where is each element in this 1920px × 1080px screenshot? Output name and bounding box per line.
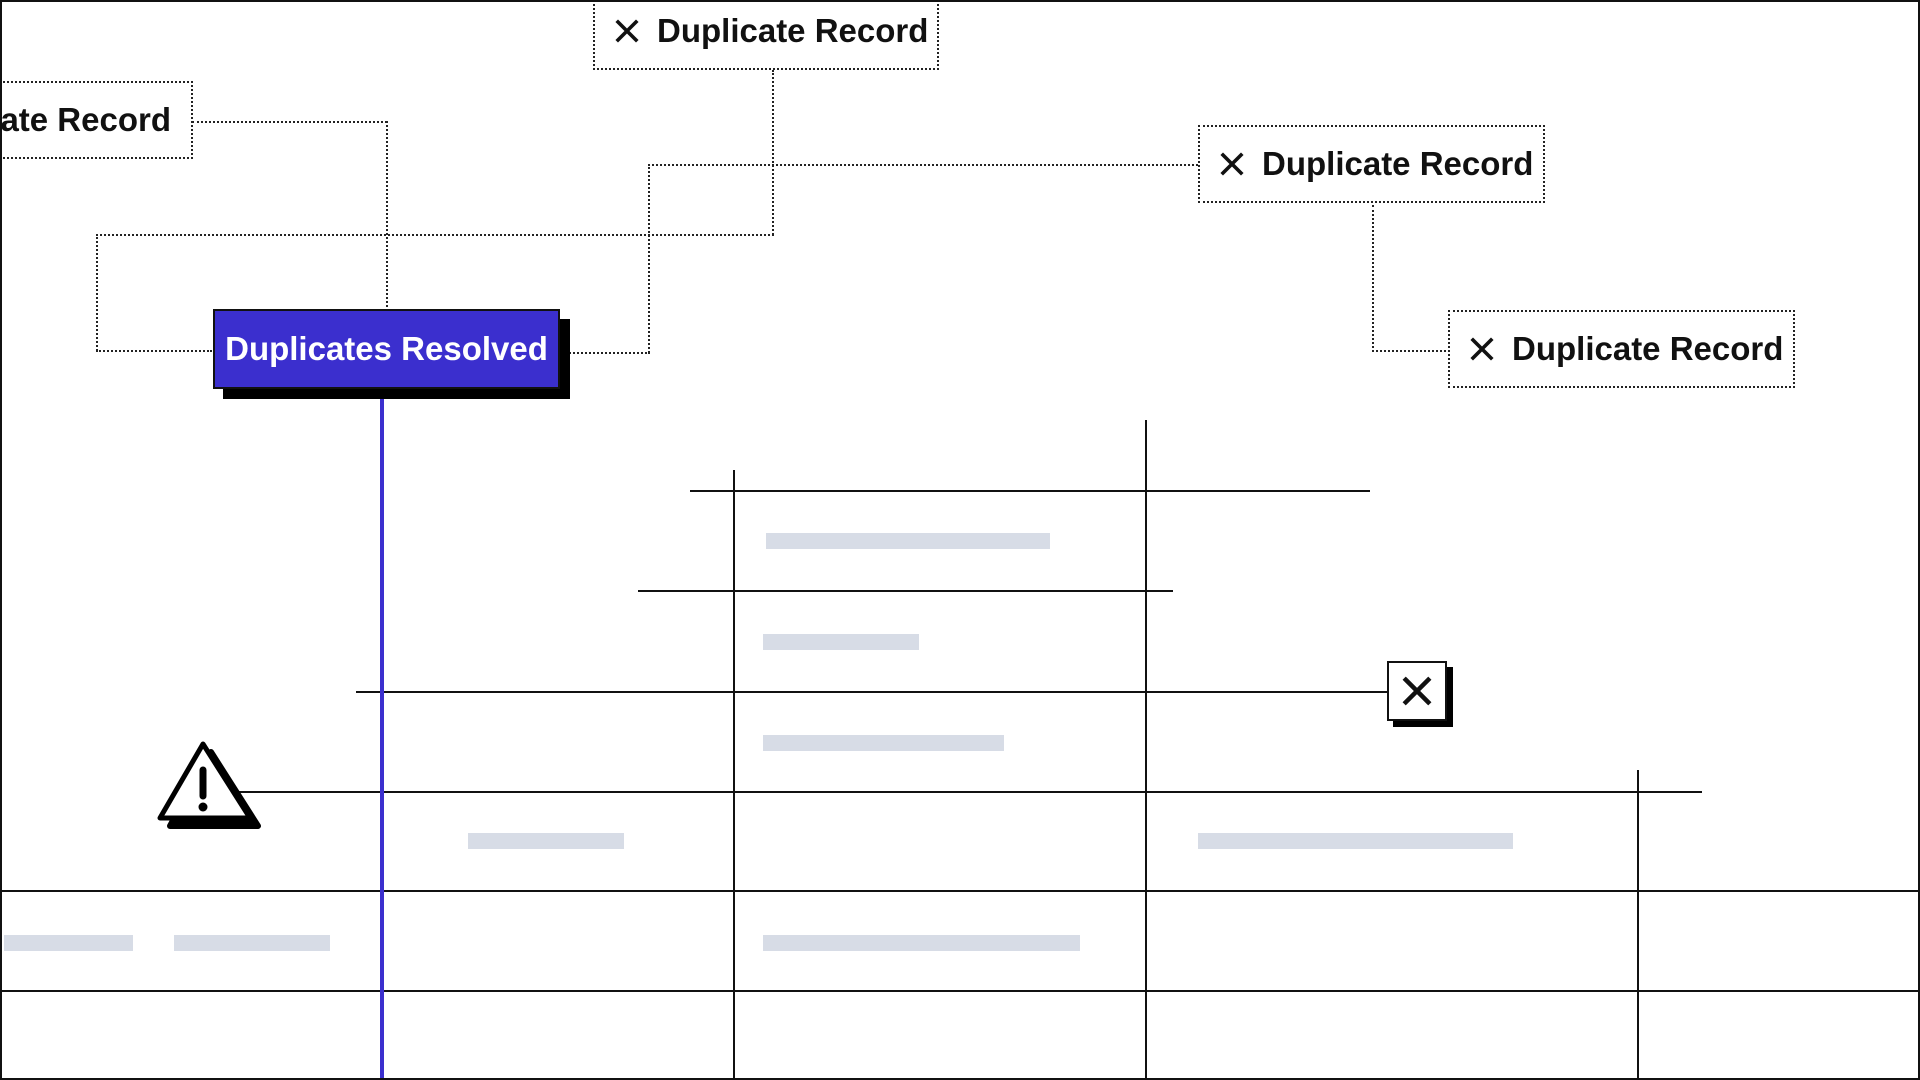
close-icon[interactable] — [1220, 152, 1244, 176]
connector — [96, 234, 98, 351]
grid-line — [356, 691, 1390, 693]
placeholder-bar — [4, 935, 133, 951]
connector — [96, 234, 774, 236]
grid-line — [232, 791, 1702, 793]
close-icon[interactable] — [615, 19, 639, 43]
warning-icon — [154, 738, 264, 834]
close-icon[interactable] — [1470, 337, 1494, 361]
close-button[interactable] — [1387, 661, 1447, 721]
grid-line — [2, 990, 1918, 992]
grid-line — [690, 490, 1370, 492]
close-icon — [1402, 676, 1432, 706]
connector — [562, 352, 650, 354]
duplicate-record-card[interactable]: Duplicate Record — [1198, 125, 1545, 203]
connector — [386, 121, 388, 311]
grid-line — [1637, 770, 1639, 1078]
duplicate-record-card[interactable]: Duplicate Record — [1448, 310, 1795, 388]
connector — [1372, 205, 1374, 352]
placeholder-bar — [763, 935, 1080, 951]
duplicate-record-label: Duplicate Record — [657, 12, 929, 49]
duplicate-record-card[interactable]: Duplicate Record — [593, 2, 939, 70]
placeholder-bar — [468, 833, 624, 849]
connector — [648, 164, 1198, 166]
placeholder-bar — [174, 935, 330, 951]
placeholder-bar — [766, 533, 1050, 549]
grid-line — [733, 470, 735, 1078]
connector — [1372, 350, 1450, 352]
duplicate-record-label: Duplicate Record — [1262, 145, 1534, 182]
duplicates-resolved-badge[interactable]: Duplicates Resolved — [213, 309, 560, 389]
connector — [648, 164, 650, 353]
grid-line — [1145, 420, 1147, 1078]
connector — [772, 70, 774, 235]
resolved-line — [380, 390, 384, 1078]
duplicate-record-label: Duplicate Record — [1512, 330, 1784, 367]
connector — [192, 121, 387, 123]
duplicates-resolved-label: Duplicates Resolved — [225, 330, 548, 367]
grid-line — [638, 590, 1173, 592]
placeholder-bar — [763, 634, 919, 650]
placeholder-bar — [1198, 833, 1513, 849]
duplicate-record-label: ate Record — [0, 101, 171, 138]
connector — [96, 350, 212, 352]
grid-line — [2, 890, 1918, 892]
duplicate-record-card-partial[interactable]: ate Record — [0, 81, 193, 159]
placeholder-bar — [763, 735, 1004, 751]
